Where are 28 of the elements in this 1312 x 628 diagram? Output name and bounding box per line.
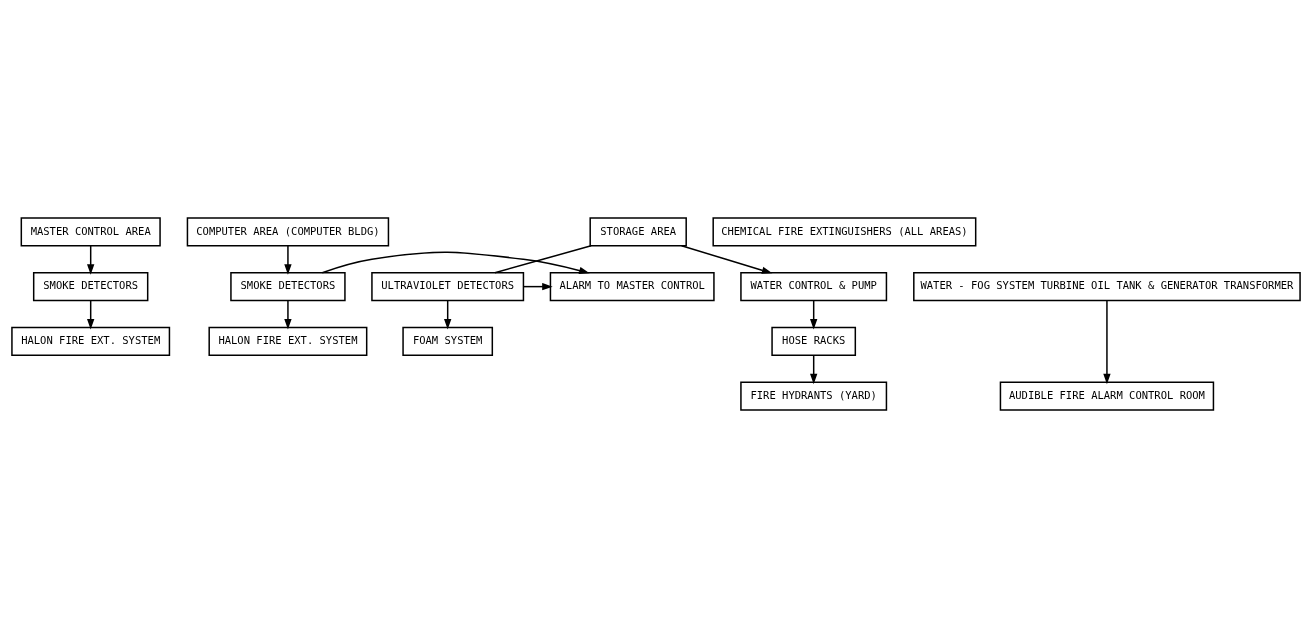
node-box: WATER CONTROL & PUMP (740, 272, 888, 302)
arrow (810, 299, 818, 330)
node-box: CHEMICAL FIRE EXTINGUISHERS (ALL AREAS) (712, 217, 977, 247)
node-box: HOSE RACKS (771, 326, 857, 356)
arrow (87, 245, 95, 275)
node-box: HALON FIRE EXT. SYSTEM (208, 326, 368, 356)
node-box: STORAGE AREA (589, 217, 687, 247)
node-box: FIRE HYDRANTS (YARD) (740, 381, 888, 411)
node-box: ALARM TO MASTER CONTROL (549, 272, 715, 302)
node-box: FOAM SYSTEM (402, 326, 494, 356)
arrow (284, 299, 292, 330)
arrow (810, 354, 818, 385)
arrow (1103, 299, 1111, 385)
node-box: AUDIBLE FIRE ALARM CONTROL ROOM (999, 381, 1215, 411)
arrow (87, 299, 95, 330)
node-box: HALON FIRE EXT. SYSTEM (11, 326, 171, 356)
node-box: SMOKE DETECTORS (32, 272, 149, 302)
arrow (284, 245, 292, 275)
node-box: SMOKE DETECTORS (230, 272, 346, 302)
node-box: ULTRAVIOLET DETECTORS (371, 272, 525, 302)
node-box: COMPUTER AREA (COMPUTER BLDG) (186, 217, 390, 247)
arrow (522, 282, 553, 291)
node-box: MASTER CONTROL AREA (20, 217, 161, 247)
connector (494, 245, 592, 274)
node-box: WATER - FOG SYSTEM TURBINE OIL TANK & GENERATOR TRANSFORMER (913, 272, 1301, 302)
arrow (680, 245, 773, 274)
arrow (444, 299, 452, 330)
arrow (321, 251, 590, 275)
